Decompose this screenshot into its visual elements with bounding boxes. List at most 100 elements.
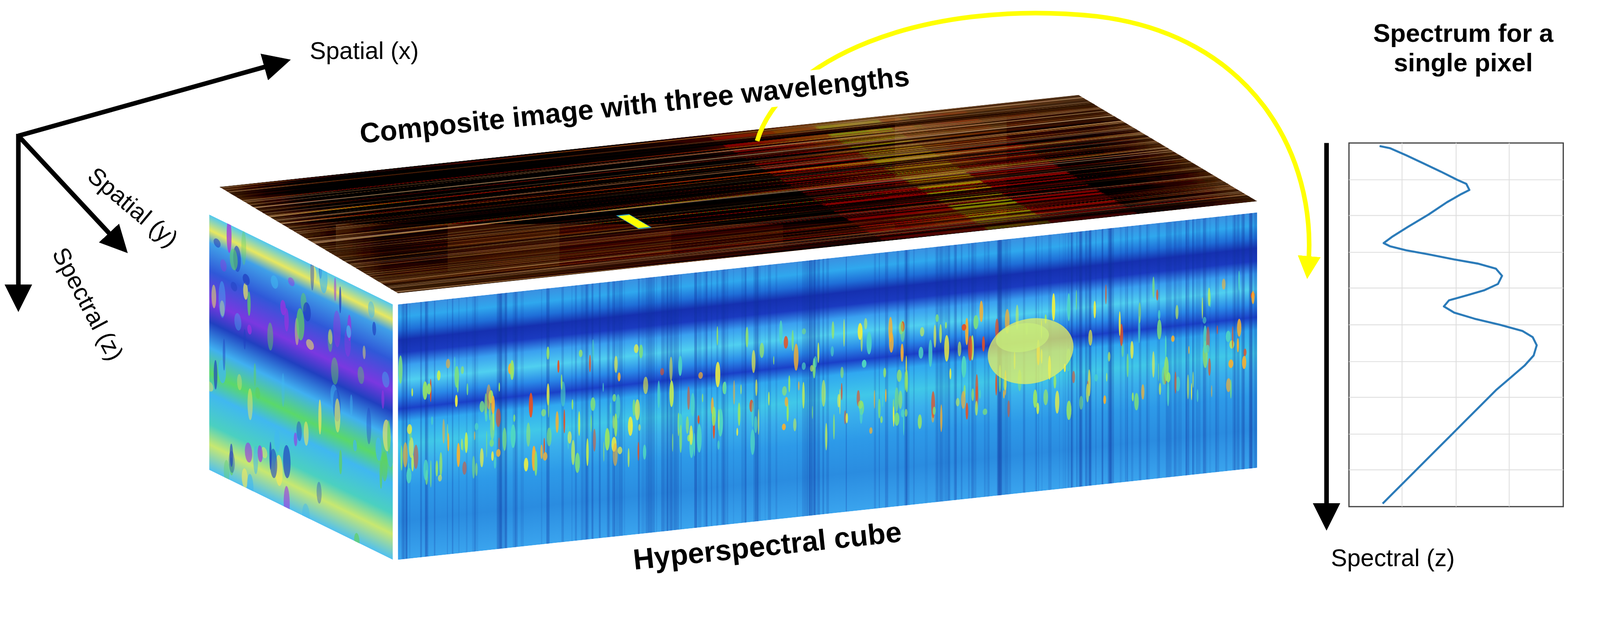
wood-grain [281, 136, 1162, 232]
spectral-streak [724, 269, 726, 525]
spectral-streak [938, 246, 942, 502]
spectral-streak [1215, 216, 1218, 473]
spectral-streak [1126, 353, 1130, 378]
spectral-streak [1175, 304, 1179, 320]
spectral-streak [898, 321, 904, 335]
spectral-streak [693, 432, 696, 457]
spectral-streak [1236, 214, 1238, 470]
wood-grain [364, 185, 1250, 284]
spectral-streak [1251, 290, 1255, 305]
spectral-streak [1207, 287, 1211, 307]
spectral-streak [639, 344, 644, 359]
spectral-streak [1106, 372, 1108, 383]
spectral-streak [987, 241, 990, 497]
spectral-streak [420, 301, 423, 558]
spectral-streak [591, 283, 594, 540]
spectral-streak [560, 374, 563, 390]
spectral-streak [445, 358, 451, 369]
spectral-streak [1095, 229, 1097, 486]
spectral-streak [574, 452, 580, 474]
spectral-streak [667, 275, 670, 531]
spectral-streak [241, 228, 247, 266]
spectral-streak [1067, 293, 1071, 322]
axis-z-arrow [16, 133, 21, 299]
spectral-streak [1094, 374, 1098, 382]
spectral-streak [1202, 316, 1207, 324]
spectral-streak [651, 276, 655, 533]
spectral-streak [398, 355, 403, 384]
spectral-streak [1072, 370, 1076, 384]
wood-grain [363, 185, 1250, 284]
spectral-streak [904, 408, 908, 417]
spectral-streak [825, 422, 828, 451]
spectral-streak [447, 432, 449, 452]
spectral-streak [723, 381, 727, 395]
spectral-streak [898, 390, 903, 409]
spectral-streak [500, 293, 502, 549]
spectral-streak [696, 423, 702, 453]
spectral-streak [454, 365, 460, 388]
spectral-streak [230, 280, 238, 293]
spectral-streak [673, 274, 676, 530]
spectral-streak [604, 427, 610, 451]
spectral-streak [1051, 292, 1056, 321]
spectral-streak [1165, 335, 1167, 360]
spectral-streak [1166, 379, 1170, 407]
wood-grain [338, 170, 1224, 269]
spectral-streak [1187, 374, 1190, 400]
spectral-streak [303, 420, 309, 447]
spectral-streak [1166, 371, 1171, 383]
spectral-streak [526, 422, 531, 447]
spectral-axis-arrow [1324, 143, 1329, 517]
spectral-streak [1146, 224, 1148, 480]
spectral-streak [1201, 297, 1203, 320]
spectral-streak [953, 244, 957, 501]
spectral-streak [773, 355, 775, 365]
spectral-streak [474, 430, 476, 441]
wood-grain [274, 132, 1159, 230]
spectral-streak [857, 400, 863, 410]
spectral-streak [885, 251, 889, 508]
wood-grain [301, 148, 1184, 245]
spectral-streak [434, 300, 436, 556]
spectral-streak [669, 356, 673, 382]
spectral-streak [213, 236, 221, 249]
spectral-streak [226, 217, 232, 254]
spectral-streak [1079, 231, 1082, 487]
spectral-streak [424, 301, 429, 557]
spectral-streak [402, 303, 405, 560]
spectral-streak [1196, 389, 1199, 403]
wood-grain [312, 155, 1197, 253]
spectral-streak [801, 361, 806, 370]
spectral-streak [502, 293, 504, 549]
spectral-streak [628, 416, 633, 437]
axis-label: Spatial (x) [309, 36, 420, 65]
spectral-streak [1255, 212, 1258, 468]
spectral-streak [485, 412, 488, 422]
spectral-streak [1088, 230, 1091, 486]
cube-caption: Hyperspectral cube [631, 515, 904, 578]
spectral-streak [253, 445, 258, 476]
spectral-streak [750, 428, 755, 456]
spectral-streak [940, 404, 943, 433]
spectral-streak [941, 245, 946, 502]
spectral-streak [1076, 231, 1078, 487]
spectral-streak [751, 401, 754, 427]
spectral-streak [656, 276, 658, 532]
spectral-streak [685, 415, 689, 435]
spectral-streak [971, 388, 975, 401]
spectral-streak [833, 413, 835, 440]
spectral-streak [567, 430, 572, 444]
spectral-streak [243, 328, 246, 350]
spectral-streak [222, 338, 226, 372]
spectral-streak [878, 398, 881, 419]
spectral-streak [591, 283, 593, 539]
spectral-streak [690, 392, 696, 417]
wood-grain [384, 198, 1258, 294]
spectral-streak [965, 317, 969, 346]
spectral-streak [474, 422, 479, 431]
spectral-streak [458, 297, 460, 553]
spectral-streak [932, 406, 936, 415]
